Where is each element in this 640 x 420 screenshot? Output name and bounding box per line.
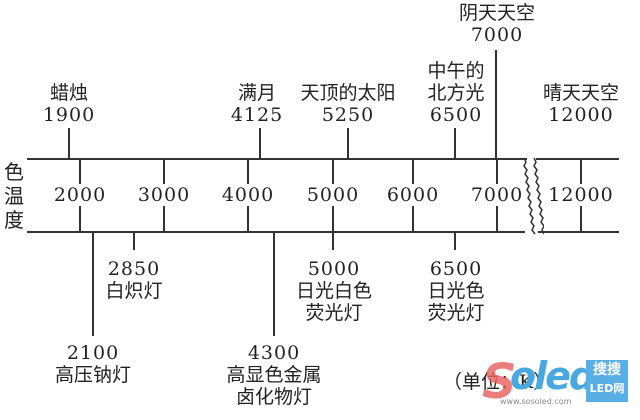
label-overcast-sky-name: 阴天天空 (458, 2, 536, 24)
unit-label: （单位：K） (443, 371, 553, 393)
label-candle-value: 1900 (42, 104, 96, 126)
label-metal-halide: 4300 高显色金属 卤化物灯 (226, 342, 321, 408)
marker-hps-lamp (92, 232, 94, 336)
label-zenith-sun-name: 天顶的太阳 (300, 82, 396, 104)
label-zenith-sun: 天顶的太阳 5250 (300, 82, 395, 126)
label-fluor-white-line2: 荧光灯 (305, 302, 363, 324)
label-metal-halide-value: 4300 (247, 342, 301, 364)
scale-tick-label: 2000 (51, 184, 109, 206)
watermark-url: www.sosoled.com (500, 397, 572, 406)
marker-metal-halide (273, 232, 275, 336)
label-clear-sky: 晴天天空 12000 (543, 82, 619, 126)
marker-daylight-white-fluorescent (332, 232, 334, 250)
marker-zenith-sun (347, 128, 349, 159)
marker-noon-north-light (454, 128, 456, 159)
axis-title-char: 温 (4, 184, 24, 208)
axis-break-icon (523, 157, 544, 235)
watermark-badge-line1: 搜搜 (593, 362, 621, 378)
label-full-moon-name: 满月 (237, 82, 277, 104)
label-fluor-white-line1: 日光白色 (295, 280, 373, 302)
scale-tick-label: 5000 (304, 184, 362, 206)
label-daylight-fluorescent: 6500 日光色 荧光灯 (427, 258, 484, 324)
label-incandescent-name: 白炽灯 (105, 280, 163, 302)
label-noon-north-line2: 北方光 (427, 82, 485, 104)
watermark-logo-text: oled (510, 354, 596, 398)
scale-tick-label: 7000 (468, 184, 526, 206)
marker-incandescent (133, 232, 135, 250)
marker-daylight-fluorescent (454, 232, 456, 250)
label-fluor-daylight-value: 6500 (429, 258, 483, 280)
label-hps-name: 高压钠灯 (54, 364, 132, 386)
label-metal-halide-line1: 高显色金属 (226, 364, 322, 386)
marker-candle (68, 128, 70, 159)
label-candle: 蜡烛 1900 (43, 82, 95, 126)
scale-bottom-line-right (538, 231, 619, 233)
label-full-moon-value: 4125 (230, 104, 284, 126)
label-candle-name: 蜡烛 (49, 82, 89, 104)
label-daylight-white-fluorescent: 5000 日光白色 荧光灯 (296, 258, 372, 324)
scale-tick-label: 3000 (135, 184, 193, 206)
label-clear-sky-name: 晴天天空 (542, 82, 620, 104)
scale-tick-label: 6000 (384, 184, 442, 206)
label-fluor-daylight-line1: 日光色 (427, 280, 485, 302)
label-metal-halide-line2: 卤化物灯 (235, 386, 313, 408)
label-incandescent-value: 2850 (107, 258, 161, 280)
label-noon-north-light: 中午的 北方光 6500 (427, 60, 484, 126)
axis-title-char: 色 (4, 160, 24, 184)
label-noon-north-value: 6500 (429, 104, 483, 126)
label-zenith-sun-value: 5250 (321, 104, 375, 126)
label-overcast-sky-value: 7000 (470, 24, 524, 46)
label-clear-sky-value: 12000 (548, 104, 614, 126)
axis-title-char: 度 (4, 208, 24, 232)
label-hps-value: 2100 (66, 342, 120, 364)
scale-tick-label: 12000 (546, 184, 616, 206)
watermark-logo-s: S (482, 354, 517, 410)
label-overcast-sky: 阴天天空 7000 (459, 2, 535, 46)
marker-full-moon (259, 128, 261, 159)
label-fluor-daylight-line2: 荧光灯 (427, 302, 485, 324)
marker-overcast-sky (495, 50, 497, 159)
scale-bottom-line-left (27, 231, 525, 233)
scale-top-line-left (27, 158, 527, 160)
label-incandescent: 2850 白炽灯 (105, 258, 162, 302)
label-full-moon: 满月 4125 (231, 82, 283, 126)
watermark-badge: 搜搜 LED网 (586, 360, 628, 402)
label-fluor-white-value: 5000 (307, 258, 361, 280)
axis-title: 色 温 度 (2, 160, 26, 232)
label-hps-lamp: 2100 高压钠灯 (55, 342, 131, 386)
watermark-logo: S oled www.sosoled.com 搜搜 LED网 (482, 352, 632, 410)
scale-top-line-right (536, 158, 619, 160)
watermark-badge-line2: LED网 (589, 382, 625, 395)
label-noon-north-line1: 中午的 (427, 60, 485, 82)
scale-tick-label: 4000 (219, 184, 277, 206)
